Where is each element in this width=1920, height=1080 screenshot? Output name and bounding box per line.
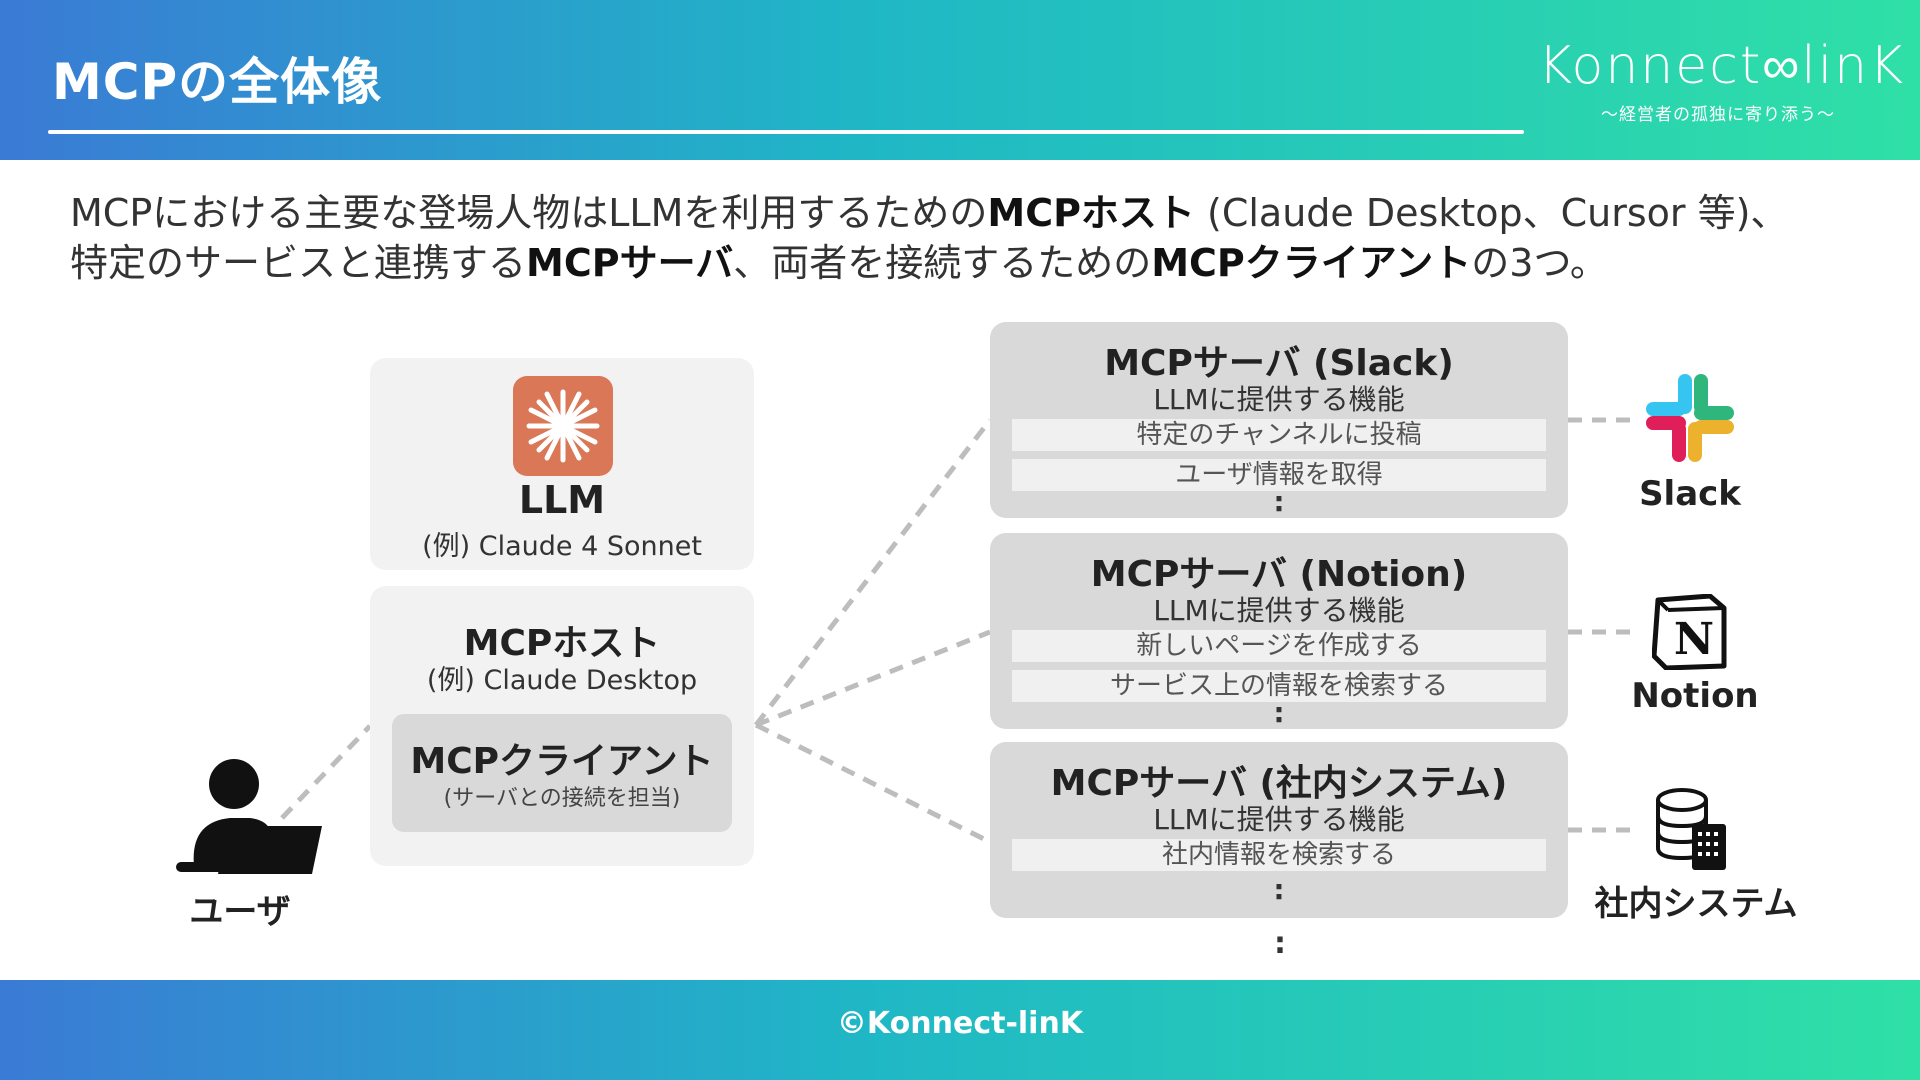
header-bar: MCPの全体像 Konnect∞linK 〜経営者の孤独に寄り添う〜: [0, 0, 1920, 160]
mcp-client-title: MCPクライアント: [410, 741, 714, 782]
server-feature-item: 社内情報を検索する: [1012, 839, 1546, 871]
intro-text-span: 、両者を接続するための: [733, 241, 1152, 285]
server-feature-item: ユーザ情報を取得: [1012, 459, 1546, 491]
mcp-server-slack: MCPサーバ (Slack) LLMに提供する機能 特定のチャンネルに投稿 ユー…: [990, 322, 1568, 518]
mcp-client-box: MCPクライアント (サーバとの接続を担当): [392, 714, 732, 832]
server-subtitle: LLMに提供する機能: [1153, 383, 1405, 416]
mcp-server-notion: MCPサーバ (Notion) LLMに提供する機能 新しいページを作成する サ…: [990, 533, 1568, 729]
service-label-internal: 社内システム: [1594, 884, 1798, 924]
intro-line-1: MCPにおける主要な登場人物はLLMを利用するためのMCPホスト (Claude…: [70, 188, 1870, 238]
server-subtitle: LLMに提供する機能: [1153, 594, 1405, 627]
intro-bold-server: MCPサーバ: [526, 241, 734, 285]
intro-text-span: の3つ。: [1471, 241, 1608, 285]
llm-box: LLM (例) Claude 4 Sonnet: [370, 358, 754, 570]
connector-client-slack: [754, 418, 992, 727]
header-divider: [48, 130, 1524, 134]
mcp-host-example: (例) Claude Desktop: [426, 665, 698, 696]
server-feature-item: サービス上の情報を検索する: [1012, 670, 1546, 702]
intro-text-span: MCPにおける主要な登場人物はLLMを利用するための: [70, 191, 988, 235]
connector-client-notion: [755, 629, 991, 728]
mcp-host-box: MCPホスト (例) Claude Desktop MCPクライアント (サーバ…: [370, 586, 754, 866]
user-label: ユーザ: [189, 892, 291, 932]
intro-text: MCPにおける主要な登場人物はLLMを利用するためのMCPホスト (Claude…: [70, 188, 1870, 288]
server-title: MCPサーバ (社内システム): [1050, 763, 1508, 804]
brand-name: Konnect∞linK: [1538, 36, 1906, 96]
brand-tagline: 〜経営者の孤独に寄り添う〜: [1601, 105, 1835, 125]
intro-bold-client: MCPクライアント: [1151, 241, 1472, 285]
service-label-slack: Slack: [1639, 474, 1741, 514]
connector-client-internal: [754, 722, 992, 845]
service-label-notion: Notion: [1631, 676, 1759, 716]
user-laptop-icon: [170, 758, 330, 878]
claude-logo-icon: [513, 376, 613, 476]
database-server-icon: [1652, 786, 1732, 872]
footer-bar: ©Konnect-linK: [0, 980, 1920, 1080]
footer-copyright: ©Konnect-linK: [836, 1006, 1084, 1041]
server-ellipsis: :: [1273, 696, 1285, 729]
llm-example: (例) Claude 4 Sonnet: [422, 531, 702, 562]
svg-text:N: N: [1674, 614, 1714, 665]
server-feature-item: 新しいページを作成する: [1012, 630, 1546, 662]
mcp-client-note: (サーバとの接続を担当): [443, 786, 681, 811]
brand-logo: Konnect∞linK 〜経営者の孤独に寄り添う〜: [1538, 36, 1906, 125]
mcp-server-internal: MCPサーバ (社内システム) LLMに提供する機能 社内情報を検索する :: [990, 742, 1568, 918]
llm-title: LLM: [518, 478, 606, 522]
server-title: MCPサーバ (Slack): [1104, 343, 1454, 384]
server-ellipsis: :: [1273, 485, 1285, 518]
server-feature-item: 特定のチャンネルに投稿: [1012, 419, 1546, 451]
notion-logo-icon: N: [1651, 593, 1728, 671]
intro-text-span: (Claude Desktop、Cursor 等)、: [1194, 191, 1789, 235]
slack-logo-icon: [1644, 372, 1736, 464]
server-ellipsis: :: [1273, 873, 1285, 906]
intro-line-2: 特定のサービスと連携するMCPサーバ、両者を接続するためのMCPクライアントの3…: [70, 238, 1870, 288]
more-servers-ellipsis: :: [1274, 926, 1286, 961]
intro-text-span: 特定のサービスと連携する: [70, 241, 527, 285]
server-subtitle: LLMに提供する機能: [1153, 803, 1405, 836]
server-title: MCPサーバ (Notion): [1090, 554, 1468, 595]
mcp-host-title: MCPホスト: [463, 623, 661, 664]
intro-bold-host: MCPホスト: [987, 191, 1195, 235]
slide-title: MCPの全体像: [52, 53, 383, 111]
